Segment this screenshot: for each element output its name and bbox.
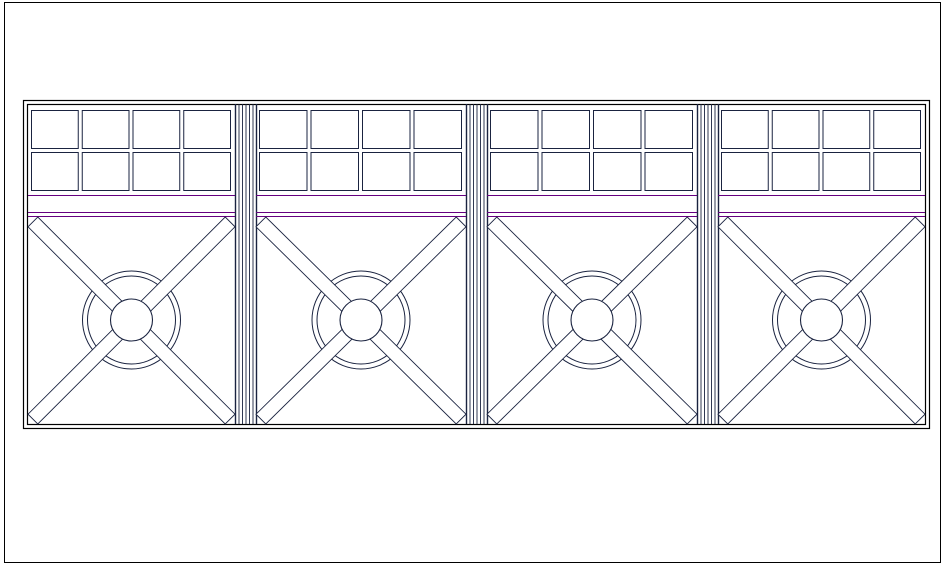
glass-pane (771, 110, 820, 149)
center-boss (339, 298, 383, 342)
glass-pane (873, 152, 921, 191)
outer-ring (82, 270, 181, 370)
glass-pane (644, 152, 693, 191)
glass-pane (183, 110, 231, 149)
glass-pane (593, 110, 642, 149)
glass-pane (644, 110, 693, 149)
glass-pane (183, 152, 231, 191)
glass-pane (31, 152, 79, 191)
glass-pane (362, 152, 411, 191)
glass-pane (873, 110, 921, 149)
glass-pane (771, 152, 820, 191)
glass-pane (132, 110, 181, 149)
glass-pane (81, 110, 130, 149)
glass-pane (822, 152, 871, 191)
outer-ring (542, 270, 642, 370)
glass-pane (362, 110, 411, 149)
center-boss (570, 298, 614, 342)
glass-pane (259, 110, 308, 149)
sheet-border (4, 2, 941, 563)
glass-pane (541, 152, 590, 191)
glass-pane (822, 110, 871, 149)
outer-ring (311, 270, 411, 370)
glass-pane (31, 110, 79, 149)
outer-ring (547, 275, 637, 365)
glass-pane (721, 152, 769, 191)
glass-pane (413, 152, 462, 191)
glass-pane (490, 110, 539, 149)
center-boss (799, 298, 844, 342)
outer-ring (777, 275, 866, 365)
glass-pane (413, 110, 462, 149)
glass-pane (490, 152, 539, 191)
outer-frame (22, 99, 931, 430)
outer-ring (87, 275, 176, 365)
glass-pane (310, 110, 359, 149)
glass-pane (593, 152, 642, 191)
inner-frame (26, 103, 927, 426)
glass-pane (81, 152, 130, 191)
outer-ring (316, 275, 406, 365)
outer-ring (772, 270, 871, 370)
glass-pane (541, 110, 590, 149)
glass-pane (721, 110, 769, 149)
center-boss (109, 298, 154, 342)
glass-pane (259, 152, 308, 191)
glass-pane (132, 152, 181, 191)
glass-pane (310, 152, 359, 191)
